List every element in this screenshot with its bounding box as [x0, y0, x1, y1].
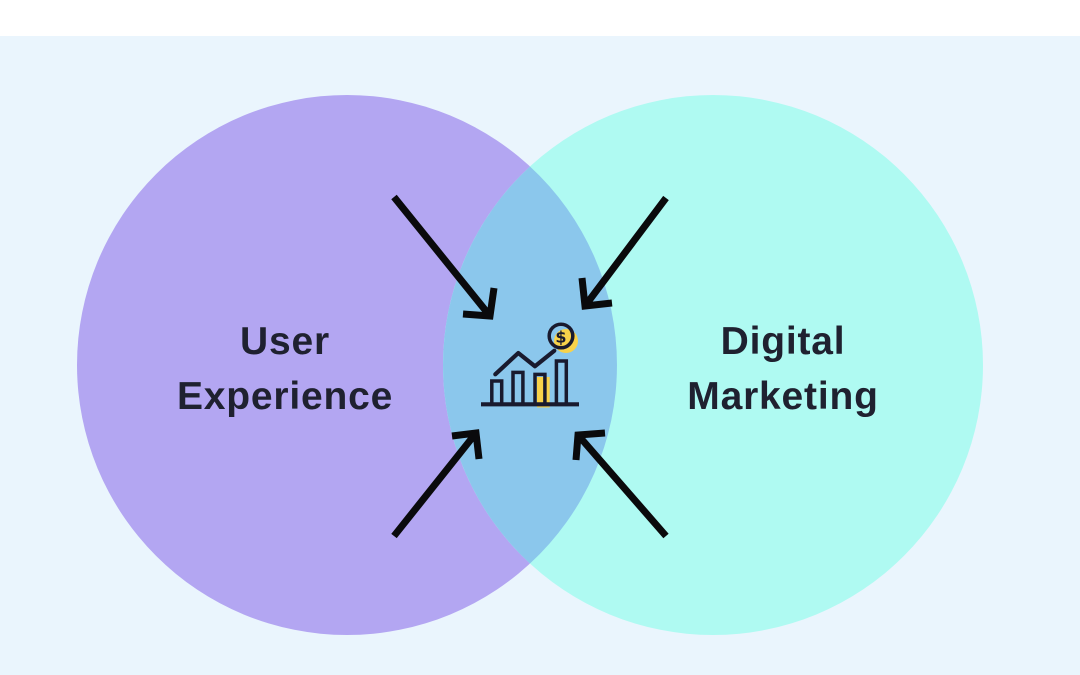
left-circle-label: User Experience — [177, 314, 393, 424]
dollar-coin-icon — [547, 322, 575, 350]
arrow-bottom-left-icon — [391, 429, 483, 539]
left-circle-label-line1: User — [240, 320, 330, 363]
right-circle-label: Digital Marketing — [687, 314, 878, 424]
growth-chart-icon: $ — [481, 322, 579, 408]
arrow-bottom-right-icon — [572, 429, 669, 539]
left-circle-label-line2: Experience — [176, 375, 394, 418]
converging-arrows — [391, 194, 669, 539]
right-circle-label-line2: Marketing — [687, 375, 879, 418]
arrow-top-left-icon — [391, 194, 498, 320]
arrow-top-right-icon — [578, 195, 669, 310]
right-circle-label-line1: Digital — [720, 320, 846, 363]
trend-line — [493, 348, 557, 377]
dollar-sign: $ — [555, 328, 566, 347]
